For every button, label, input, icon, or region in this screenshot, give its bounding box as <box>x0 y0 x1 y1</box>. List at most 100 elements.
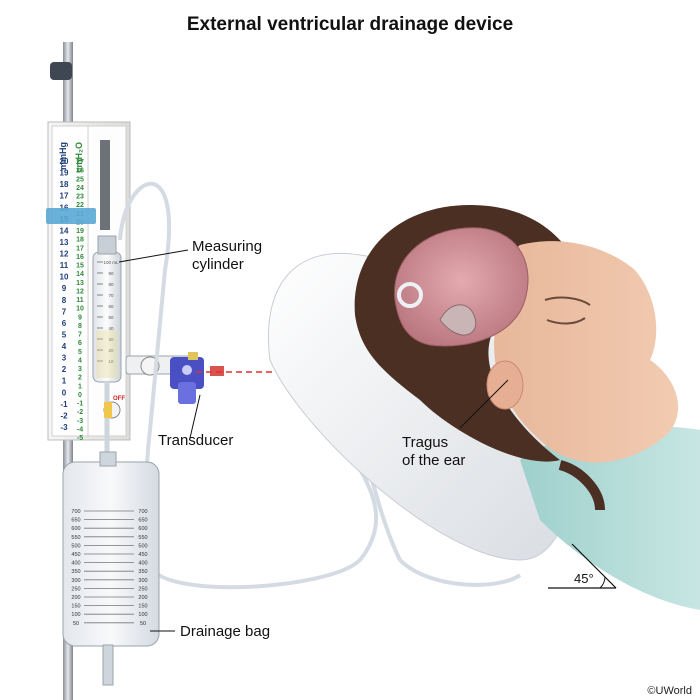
mmhg-tick-label: 4 <box>62 342 67 351</box>
cylinder-tick-label: 60 <box>108 304 114 309</box>
bag-tick-label-right: 650 <box>138 518 147 524</box>
cmh2o-tick-label: -3 <box>77 418 83 425</box>
leader-transducer <box>189 394 201 439</box>
cylinder-tick-label: 70 <box>108 293 114 298</box>
bag-tick-label-right: 600 <box>138 526 147 532</box>
cylinder-tick-label: 30 <box>108 337 114 342</box>
label-tragus: Tragus of the ear <box>402 434 466 469</box>
bag-tick-label-left: 200 <box>71 595 80 601</box>
mmhg-tick-label: 10 <box>60 273 69 282</box>
label-angle: 45° <box>574 571 594 586</box>
mmhg-tick-label: 11 <box>60 261 69 270</box>
mmhg-tick-label: 12 <box>60 250 69 259</box>
cmh2o-tick-label: -4 <box>77 426 83 433</box>
cmh2o-tick-label: 2 <box>78 375 82 382</box>
mmhg-title: mmHg <box>58 142 68 170</box>
cmh2o-tick-label: 12 <box>76 288 84 295</box>
cmh2o-tick-label: -2 <box>77 409 83 416</box>
cmh2o-tick-label: 19 <box>76 228 84 235</box>
mmhg-tick-label: 20 <box>60 157 69 166</box>
cylinder-tick-label: 90 <box>108 271 114 276</box>
mmhg-tick-label: 2 <box>62 365 67 374</box>
patient-face <box>494 241 679 463</box>
cmh2o-tick-label: 17 <box>76 245 84 252</box>
bag-tick-label-left: 650 <box>71 518 80 524</box>
cmh2o-tick-label: -5 <box>77 435 83 442</box>
cylinder-tick-label: 50 <box>108 315 114 320</box>
cmh2o-tick-label: 5 <box>78 349 82 356</box>
mmhg-tick-label: 1 <box>62 377 67 386</box>
label-transducer: Transducer <box>158 432 234 449</box>
bag-tick-label-left: 500 <box>71 543 80 549</box>
label-measuring-cylinder: Measuring cylinder <box>192 238 263 273</box>
cmh2o-title: cmH₂O <box>74 142 84 173</box>
bag-tick-label-left: 250 <box>71 586 80 592</box>
bag-tick-label-left: 550 <box>71 535 80 541</box>
cmh2o-tick-label: 10 <box>76 306 84 313</box>
cylinder-tick-label: 100 mL <box>103 260 119 265</box>
cmh2o-tick-label: -1 <box>77 401 83 408</box>
bag-tick-label-right: 500 <box>138 543 147 549</box>
bag-tick-label-right: 150 <box>138 604 147 610</box>
cmh2o-tick-label: 3 <box>78 366 82 373</box>
cmh2o-tick-label: 13 <box>76 280 84 287</box>
copyright-credit: ©UWorld <box>647 685 692 697</box>
catheter-loop <box>397 282 423 308</box>
cmh2o-tick-label: 9 <box>78 314 82 321</box>
mmhg-tick-label: -3 <box>60 423 68 432</box>
pole-knob <box>50 62 72 80</box>
cmh2o-tick-label: 8 <box>78 323 82 330</box>
bag-tick-label-right: 550 <box>138 535 147 541</box>
cmh2o-tick-label: 16 <box>76 254 84 261</box>
cmh2o-tick-label: 18 <box>76 237 84 244</box>
gown <box>520 426 700 610</box>
cmh2o-tick-label: 25 <box>76 176 84 183</box>
bag-tick-label-left: 100 <box>71 612 80 618</box>
bag-tick-label-left: 450 <box>71 552 80 558</box>
leader-tragus <box>459 379 509 429</box>
bag-tick-label-right: 300 <box>138 578 147 584</box>
cylinder-tick-label: 40 <box>108 326 114 331</box>
brain-cutaway <box>394 227 529 347</box>
leader-cylinder <box>118 249 189 263</box>
bag-tick-label-left: 50 <box>73 621 79 627</box>
cylinder-tick-label: 10 <box>108 359 114 364</box>
mmhg-tick-label: 18 <box>60 180 69 189</box>
bag-tick-label-left: 600 <box>71 526 80 532</box>
cmh2o-tick-label: 26 <box>76 168 84 175</box>
bag-tick-label-right: 400 <box>138 561 147 567</box>
cylinder-tick-label: 80 <box>108 282 114 287</box>
cmh2o-tick-label: 24 <box>76 185 84 192</box>
mmhg-tick-label: 9 <box>62 284 67 293</box>
mmhg-tick-label: -1 <box>60 400 68 409</box>
mmhg-tick-label: 16 <box>60 203 69 212</box>
bag-tick-label-left: 300 <box>71 578 80 584</box>
cmh2o-tick-label: 4 <box>78 357 82 364</box>
label-drainage-bag: Drainage bag <box>180 623 271 640</box>
bag-tick-label-left: 150 <box>71 604 80 610</box>
mmhg-tick-label: 19 <box>60 169 69 178</box>
mmhg-tick-label: 8 <box>62 296 67 305</box>
bag-tick-label-right: 250 <box>138 586 147 592</box>
cmh2o-tick-label: 6 <box>78 340 82 347</box>
bag-tick-label-right: 450 <box>138 552 147 558</box>
bag-tick-label-left: 400 <box>71 561 80 567</box>
slide-track <box>100 140 110 230</box>
cmh2o-tick-label: 1 <box>78 383 82 390</box>
cmh2o-tick-label: 23 <box>76 194 84 201</box>
mmhg-tick-label: 0 <box>62 388 67 397</box>
level-clamp <box>46 208 96 224</box>
cmh2o-tick-label: 27 <box>76 159 84 166</box>
bag-tick-label-left: 700 <box>71 509 80 515</box>
cmh2o-tick-label: 7 <box>78 332 82 339</box>
mmhg-tick-label: 3 <box>62 354 67 363</box>
cmh2o-tick-label: 0 <box>78 392 82 399</box>
cmh2o-tick-label: 11 <box>76 297 84 304</box>
bag-tick-label-right: 200 <box>138 595 147 601</box>
bag-tick-label-right: 50 <box>140 621 146 627</box>
figure-title: External ventricular drainage device <box>186 14 514 35</box>
mmhg-tick-label: -2 <box>60 411 68 420</box>
mmhg-tick-label: 6 <box>62 319 67 328</box>
cmh2o-tick-label: 15 <box>76 263 84 270</box>
